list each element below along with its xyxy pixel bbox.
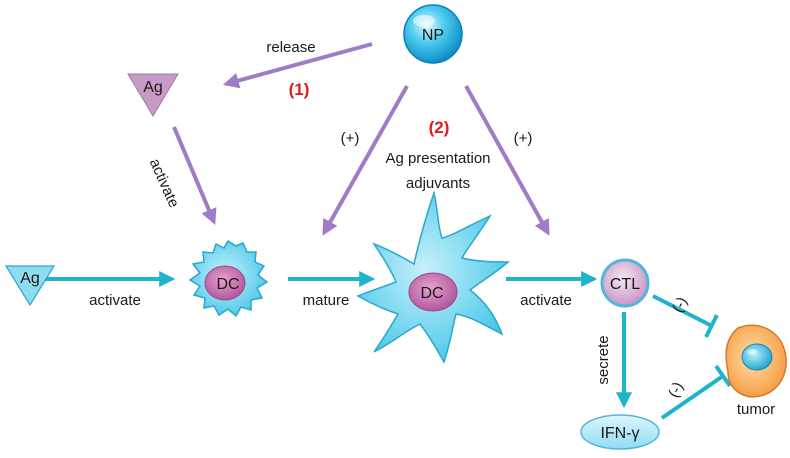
mature-dc-node: DC <box>356 190 511 364</box>
ifn-inhibit-tumor-bar <box>714 364 732 388</box>
ctl-label: CTL <box>610 276 640 293</box>
immature-dc-node: DC <box>188 239 269 318</box>
route-2-marker: (2) <box>429 118 450 137</box>
np-node: NP <box>403 4 463 64</box>
mature-label: mature <box>303 292 350 309</box>
release-label: release <box>266 39 315 56</box>
secrete-label: secrete <box>595 335 612 384</box>
ctl-node: CTL <box>600 258 650 308</box>
ag-presentation-label: Ag presentation <box>385 150 490 167</box>
np-label: NP <box>422 27 444 44</box>
ifn-inhibit-label: (-) <box>665 379 687 400</box>
ctl-inhibit-label: (-) <box>669 294 691 315</box>
plus-right-label: (+) <box>514 130 533 147</box>
route-1-marker: (1) <box>289 80 310 99</box>
plus-left-label: (+) <box>341 130 360 147</box>
release-arrow <box>222 42 373 89</box>
activate-diagonal-label: activate <box>146 156 183 210</box>
immature-dc-label: DC <box>216 276 239 293</box>
mature-dc-label: DC <box>420 285 443 302</box>
ag-left-label: Ag <box>20 270 40 287</box>
ag-top-node: Ag <box>127 73 179 117</box>
ifn-gamma-label: IFN-γ <box>600 425 639 442</box>
ctl-inhibit-tumor-line <box>652 294 713 328</box>
activate-right-label: activate <box>520 292 572 309</box>
activate-left-label: activate <box>89 292 141 309</box>
tumor-label: tumor <box>737 401 775 418</box>
adjuvants-label: adjuvants <box>406 175 470 192</box>
ag-activate-dc-arrow <box>172 126 217 225</box>
np-to-mature-arrow <box>322 85 409 236</box>
ag-top-label: Ag <box>143 79 163 96</box>
ifn-inhibit-tumor-line <box>660 374 725 420</box>
tumor-cell <box>725 324 787 398</box>
ctl-inhibit-tumor-bar <box>704 314 719 338</box>
np-to-ctl-arrow <box>464 85 550 236</box>
ag-left-node: Ag <box>4 265 56 307</box>
ifn-gamma-node: IFN-γ <box>580 414 660 450</box>
